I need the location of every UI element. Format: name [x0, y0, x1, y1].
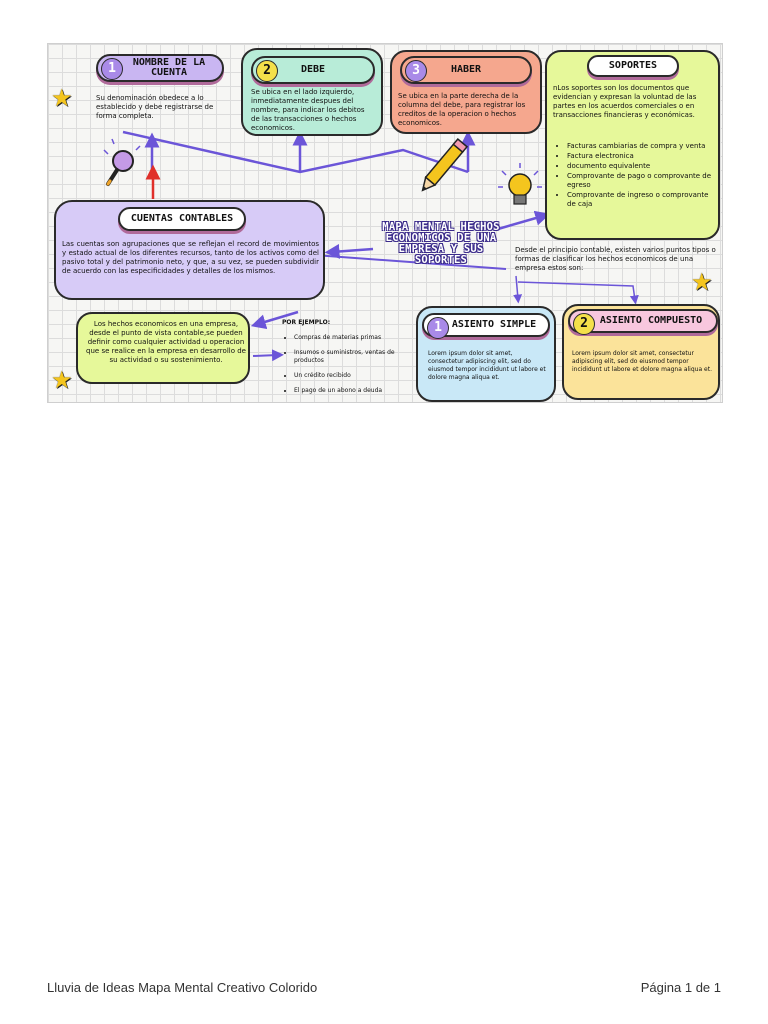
footer-title: Lluvia de Ideas Mapa Mental Creativo Col… [47, 980, 318, 995]
connector-lines [103, 130, 639, 362]
star-icon: ★ [51, 84, 73, 112]
list-item: Insumos o suministros, ventas de product… [294, 349, 424, 365]
center-title: MAPA MENTAL HECHOS ECONOMICOS DE UNA EMP… [382, 221, 500, 266]
node-compuesto-text: Lorem ipsum dolor sit amet, consectetur … [572, 350, 712, 373]
ejemplo-list: Compras de materias primas Insumos o sum… [284, 334, 424, 396]
soportes-list: Facturas cambiarias de compra y venta Fa… [557, 142, 717, 210]
footer-page-number: Página 1 de 1 [640, 980, 721, 995]
node-title: DEBE [300, 64, 326, 75]
node-soportes: SOPORTES nLos soportes son los documento… [545, 50, 720, 240]
node-cuentas-title: CUENTAS CONTABLES [118, 207, 246, 231]
node-title: ASIENTO SIMPLE [451, 319, 537, 330]
node-number: 2 [573, 313, 595, 335]
node-title: CUENTAS CONTABLES [130, 213, 234, 224]
node-asiento-simple: 1 ASIENTO SIMPLE Lorem ipsum dolor sit a… [416, 306, 556, 402]
connector [250, 310, 299, 330]
list-item: Factura electronica [567, 152, 717, 161]
ejemplo-label: POR EJEMPLO: [282, 319, 331, 326]
node-number: 1 [427, 317, 449, 339]
connector [122, 130, 469, 174]
clasificar-text: Desde el principio contable, existen var… [515, 246, 716, 272]
list-item: documento equivalente [567, 162, 717, 171]
list-item: Facturas cambiarias de compra y venta [567, 142, 717, 151]
node-hechos-text: Los hechos economicos en una empresa, de… [86, 320, 246, 364]
star-icon: ★ [51, 366, 73, 394]
connector [517, 281, 639, 305]
pencil-icon [421, 137, 469, 192]
node-title: HABER [450, 64, 482, 75]
node-title: NOMBRE DE LA CUENTA [132, 57, 206, 78]
connector [324, 243, 374, 259]
node-haber: 3 HABER Se ubica en la parte derecha de … [390, 50, 542, 134]
node-soportes-text: nLos soportes son los documentos que evi… [553, 84, 697, 119]
node-simple-title: 1 ASIENTO SIMPLE [422, 313, 550, 339]
list-item: El pago de un abono a deuda [294, 387, 424, 395]
node-cuentas-text: Las cuentas son agrupaciones que se refl… [62, 240, 319, 275]
connector [252, 349, 284, 362]
node-asiento-compuesto: 2 ASIENTO COMPUESTO Lorem ipsum dolor si… [562, 304, 720, 400]
node-soportes-title: SOPORTES [587, 55, 679, 77]
node-hechos: Los hechos economicos en una empresa, de… [76, 312, 250, 384]
connector [513, 275, 523, 304]
node-number: 3 [405, 60, 427, 82]
connector [497, 210, 551, 231]
node-debe-title: 2 DEBE [251, 56, 375, 84]
node-haber-text: Se ubica en la parte derecha de la colum… [398, 92, 526, 127]
magnifier-icon [103, 138, 141, 186]
node-number: 1 [101, 58, 123, 80]
node-debe-text: Se ubica en el lado izquierdo, inmediata… [251, 88, 365, 132]
node-debe: 2 DEBE Se ubica en el lado izquierdo, in… [241, 48, 383, 136]
node-compuesto-title: 2 ASIENTO COMPUESTO [568, 309, 718, 335]
node-number: 2 [256, 60, 278, 82]
node-nombre-text: Su denominación obedece a lo establecido… [96, 94, 214, 120]
list-item: Un crédito recibido [294, 372, 424, 380]
mind-map-canvas: ★ ★ ★ 1 NOMBRE DE LA CUENTA Su denominac… [47, 43, 723, 403]
lightbulb-icon [498, 163, 542, 205]
list-item: Comprovante de ingreso o comprovante de … [567, 191, 717, 209]
node-title: SOPORTES [608, 60, 658, 71]
star-icon: ★ [691, 268, 713, 296]
node-title: ASIENTO COMPUESTO [599, 315, 703, 326]
list-item: Comprovante de pago o comprovante de egr… [567, 172, 717, 190]
node-haber-title: 3 HABER [400, 56, 532, 84]
list-item: Compras de materias primas [294, 334, 424, 342]
node-nombre-title: 1 NOMBRE DE LA CUENTA [96, 54, 224, 82]
node-simple-text: Lorem ipsum dolor sit amet, consectetur … [428, 350, 546, 381]
node-cuentas: CUENTAS CONTABLES Las cuentas son agrupa… [54, 200, 325, 300]
